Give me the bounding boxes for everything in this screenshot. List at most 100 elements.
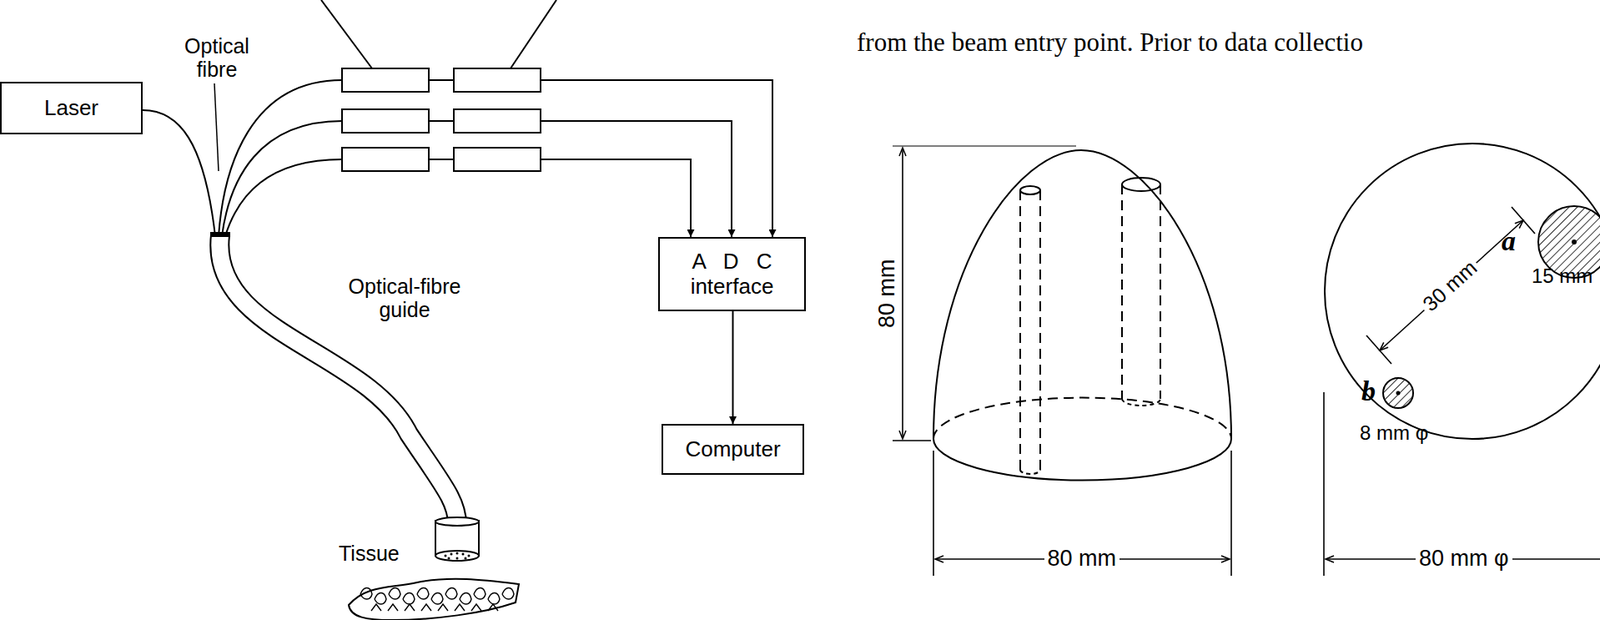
dimension-label: 80 mm φ xyxy=(1415,546,1513,572)
hole-centre xyxy=(1396,391,1401,396)
node-text: Computer xyxy=(684,437,780,463)
tissue-cell xyxy=(371,603,382,611)
signal-wire xyxy=(540,80,773,237)
rod-top xyxy=(1020,186,1041,195)
fibre xyxy=(142,110,216,237)
leader-line xyxy=(214,83,219,172)
rod-edge xyxy=(1121,184,1123,399)
amplifier-box xyxy=(453,109,541,133)
probe-top xyxy=(435,517,479,526)
fibre xyxy=(221,120,343,237)
computer-box: Computer xyxy=(661,423,805,475)
part-label: Optical-fibre guide xyxy=(321,275,489,322)
tissue-cell xyxy=(471,603,482,611)
tissue-cell xyxy=(387,603,398,611)
detector-box xyxy=(342,147,429,172)
dimension-label: 80 mm xyxy=(875,256,901,333)
detector-boxes xyxy=(321,0,557,172)
fibre-bundle xyxy=(210,231,231,237)
tissue-cell xyxy=(374,593,387,605)
dimension-lines xyxy=(892,145,1232,576)
dimension-label: 15 mm xyxy=(1531,265,1593,287)
signal-wire xyxy=(540,159,691,237)
tissue-texture xyxy=(360,588,514,612)
wire xyxy=(428,120,454,122)
top-outline xyxy=(1324,143,1600,439)
phantom-base-front xyxy=(933,438,1232,480)
dimension-label: 30 mm xyxy=(1416,253,1485,318)
wire xyxy=(428,79,454,81)
phantom-base-back xyxy=(933,397,1232,439)
fibre-end xyxy=(464,557,468,560)
dimension-line xyxy=(901,147,904,439)
extension-line xyxy=(1230,450,1233,576)
rod-bottom xyxy=(1122,398,1161,406)
tissue-cell xyxy=(402,593,415,605)
fibre-end xyxy=(450,553,453,556)
laser-box: Laser xyxy=(0,81,143,135)
fibre-end xyxy=(467,554,471,558)
rod-edge xyxy=(1019,190,1022,470)
node-text: Laser xyxy=(44,95,99,121)
detector-box xyxy=(342,109,429,133)
tissue-cell xyxy=(431,593,443,605)
extension-line xyxy=(892,439,931,442)
hole-letter: a xyxy=(1501,225,1516,257)
tissue-cell xyxy=(454,603,465,611)
signal-wire xyxy=(540,120,732,237)
tissue-sample xyxy=(348,578,519,620)
phantom-side-view xyxy=(933,150,1232,480)
tissue-cell xyxy=(437,603,448,611)
tissue-cell xyxy=(417,588,429,600)
node-text: interface xyxy=(690,274,775,300)
tissue-cell xyxy=(488,603,499,611)
tissue-cell xyxy=(445,588,458,600)
leader-line xyxy=(510,0,557,69)
fibre-ends xyxy=(444,552,471,560)
optical-fibres xyxy=(142,80,343,237)
wire xyxy=(428,158,454,161)
fibre-end xyxy=(456,557,459,560)
tissue-cell xyxy=(502,588,514,600)
fibre-end xyxy=(462,553,465,556)
body-text: from the beam entry point. Prior to data… xyxy=(856,28,1364,57)
fibre-end xyxy=(447,557,451,560)
rod-bottom xyxy=(1020,469,1041,474)
leader-line xyxy=(321,0,373,69)
tissue-cell xyxy=(473,588,486,600)
hole-letter: b xyxy=(1361,375,1376,407)
dimension-line xyxy=(1379,220,1524,351)
signal-wires xyxy=(540,80,773,237)
tissue-cell xyxy=(459,593,472,605)
amplifier-box xyxy=(453,68,541,92)
detector-box xyxy=(342,68,429,92)
phantom-outline xyxy=(933,150,1232,439)
hole-b xyxy=(1383,377,1414,408)
fibre-end xyxy=(444,554,448,558)
amplifier-box xyxy=(453,147,541,172)
tissue-outline xyxy=(348,578,519,620)
extension-line xyxy=(1366,335,1392,364)
probe-head xyxy=(435,517,479,561)
probe-end xyxy=(435,550,479,561)
fibre-end xyxy=(456,552,459,555)
phantom-top-view xyxy=(1323,143,1600,576)
fibre xyxy=(225,159,343,237)
rod-top xyxy=(1122,177,1161,192)
tissue-cell xyxy=(421,603,432,611)
dimension-label: 80 mm xyxy=(1044,546,1121,572)
dimension-label: 8 mm φ xyxy=(1359,422,1429,444)
tissue-cell xyxy=(360,588,373,600)
node-text: A D C xyxy=(692,249,773,275)
extension-line xyxy=(1323,392,1325,576)
rod-edge xyxy=(1039,190,1042,470)
part-label: Tissue xyxy=(338,542,400,566)
dimension-lines xyxy=(1323,206,1600,576)
tissue-cell xyxy=(488,593,500,605)
rod-edge xyxy=(1159,184,1162,399)
tissue-cell xyxy=(388,588,401,600)
adc-interface-box: A D Cinterface xyxy=(658,236,806,312)
extension-line xyxy=(892,145,1077,146)
connector-arrow xyxy=(732,311,735,424)
